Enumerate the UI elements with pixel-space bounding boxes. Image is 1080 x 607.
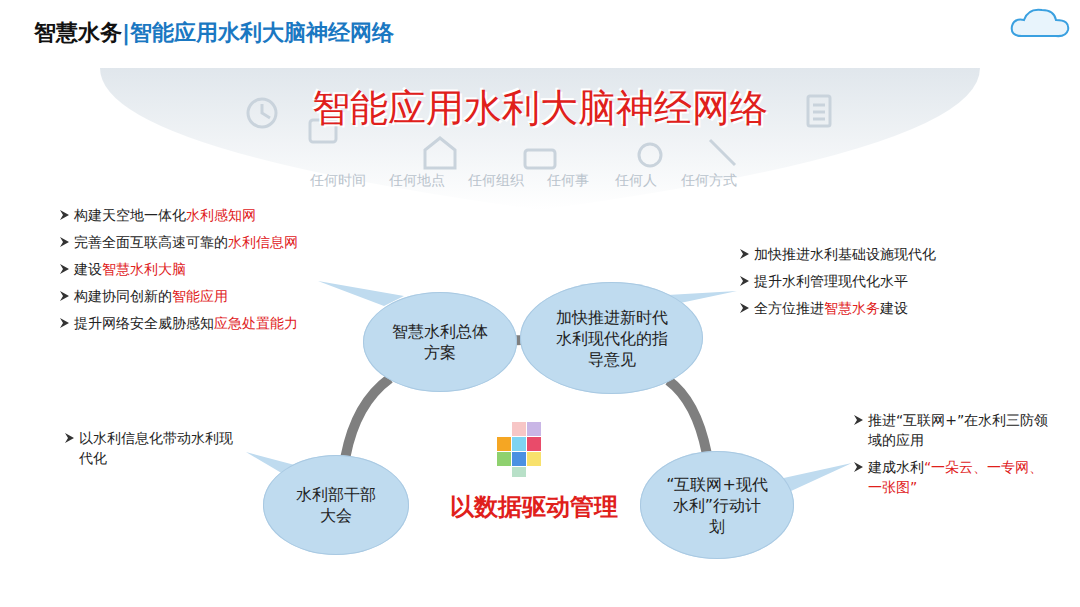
bullet-arrow: [852, 457, 868, 477]
bullet-text-part: 构建天空地一体化: [74, 207, 186, 223]
scope-word: 任何人: [615, 172, 657, 190]
bullet-arrow: [58, 313, 74, 333]
node-text: 水利部干部大会: [291, 484, 381, 526]
bullet-item: 以水利信息化带动水利现代化: [63, 428, 235, 468]
highlight-text: 智能应用: [172, 288, 228, 304]
bullet-item: 加快推进水利基础设施现代化: [738, 244, 978, 264]
highlight-text: 水利信息网: [228, 234, 298, 250]
bullet-text-part: 推进“互联网+”在水利三防领域的应用: [868, 412, 1048, 448]
bullet-list: 推进“互联网+”在水利三防领域的应用建成水利“一朵云、一专网、一张图”: [852, 410, 1052, 504]
bullet-text-part: 以水利信息化带动水利现代化: [79, 430, 233, 466]
bullet-text: 建设智慧水利大脑: [74, 259, 378, 279]
highlight-text: 智慧水务: [824, 300, 880, 316]
page-header: 智慧水务|智能应用水利大脑神经网络: [34, 18, 394, 48]
main-heading: 智能应用水利大脑神经网络: [312, 83, 768, 134]
bullet-item: 建成水利“一朵云、一专网、一张图”: [852, 457, 1052, 497]
bullet-arrow: [58, 232, 74, 252]
bullet-item: 全方位推进智慧水务建设: [738, 298, 978, 318]
scope-word: 任何地点: [389, 172, 445, 190]
bullet-arrow: [58, 259, 74, 279]
bullet-text-part: 全方位推进: [754, 300, 824, 316]
bullet-arrow: [738, 298, 754, 318]
bullet-arrow: [58, 205, 74, 225]
bullet-text-part: 建成水利: [868, 459, 924, 475]
bullet-text: 提升水利管理现代化水平: [754, 271, 978, 291]
bullet-item: 推进“互联网+”在水利三防领域的应用: [852, 410, 1052, 450]
bullet-arrow: [738, 244, 754, 264]
bullet-text: 以水利信息化带动水利现代化: [79, 428, 235, 468]
bullet-text: 建成水利“一朵云、一专网、一张图”: [868, 457, 1052, 497]
bullet-text-part: 加快推进水利基础设施现代化: [754, 246, 936, 262]
bullet-item: 构建天空地一体化水利感知网: [58, 205, 378, 225]
bullet-arrow: [852, 410, 868, 430]
ellipse-node: “互联网+现代水利”行动计划: [640, 451, 794, 559]
highlight-text: 应急处置能力: [214, 315, 298, 331]
bullet-item: 提升网络安全威胁感知应急处置能力: [58, 313, 378, 333]
scope-word: 任何事: [547, 172, 589, 190]
bullet-text-part: 建设: [880, 300, 908, 316]
node-text: 加快推进新时代水利现代化的指导意见: [550, 307, 674, 370]
bullet-text: 推进“互联网+”在水利三防领域的应用: [868, 410, 1052, 450]
arc-band: [100, 68, 980, 210]
scope-word: 任何方式: [681, 172, 737, 190]
bullet-text: 加快推进水利基础设施现代化: [754, 244, 978, 264]
connector-arc: [346, 379, 390, 457]
bullet-text: 全方位推进智慧水务建设: [754, 298, 978, 318]
bullet-arrow: [58, 286, 74, 306]
highlight-text: 智慧水利大脑: [102, 261, 186, 277]
ellipse-node: 加快推进新时代水利现代化的指导意见: [520, 282, 703, 394]
bullet-text-part: 提升水利管理现代化水平: [754, 273, 908, 289]
scope-word: 任何时间: [310, 172, 366, 190]
bullet-text: 构建协同创新的智能应用: [74, 286, 378, 306]
bullet-arrow: [738, 271, 754, 291]
bullet-item: 完善全面互联高速可靠的水利信息网: [58, 232, 378, 252]
center-slogan: 以数据驱动管理: [450, 491, 618, 523]
bullet-item: 建设智慧水利大脑: [58, 259, 378, 279]
cloud-icon: [1012, 10, 1069, 36]
bullet-arrow: [63, 428, 79, 448]
bullet-list: 加快推进水利基础设施现代化提升水利管理现代化水平全方位推进智慧水务建设: [738, 244, 978, 325]
ellipse-node: 水利部干部大会: [263, 455, 409, 555]
connector-arc: [668, 380, 706, 452]
node-text: “互联网+现代水利”行动计划: [665, 474, 769, 537]
bullet-text-part: 建设: [74, 261, 102, 277]
bullet-text-part: 完善全面互联高速可靠的: [74, 234, 228, 250]
bullet-list: 以水利信息化带动水利现代化: [63, 428, 235, 475]
bullet-text: 提升网络安全威胁感知应急处置能力: [74, 313, 378, 333]
bullet-text: 构建天空地一体化水利感知网: [74, 205, 378, 225]
ellipse-node: 智慧水利总体方案: [363, 292, 517, 392]
data-cube-icon: [497, 422, 541, 477]
bullet-text-part: 构建协同创新的: [74, 288, 172, 304]
bullet-list: 构建天空地一体化水利感知网完善全面互联高速可靠的水利信息网建设智慧水利大脑构建协…: [58, 205, 378, 340]
bullet-text: 完善全面互联高速可靠的水利信息网: [74, 232, 378, 252]
bullet-item: 提升水利管理现代化水平: [738, 271, 978, 291]
bullet-item: 构建协同创新的智能应用: [58, 286, 378, 306]
title-subtitle: |智能应用水利大脑神经网络: [122, 18, 394, 48]
page-title: 智慧水务: [34, 18, 122, 48]
node-text: 智慧水利总体方案: [388, 321, 492, 363]
bullet-text-part: 提升网络安全威胁感知: [74, 315, 214, 331]
scope-word: 任何组织: [468, 172, 524, 190]
highlight-text: 水利感知网: [186, 207, 256, 223]
